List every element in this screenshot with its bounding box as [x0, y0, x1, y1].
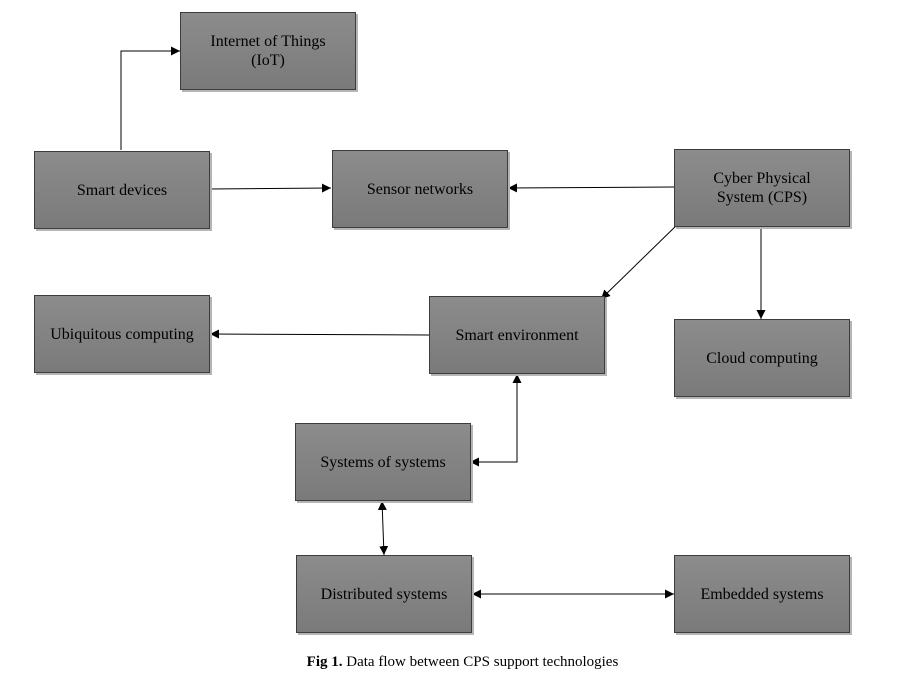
node-cloud-computing-label: Cloud computing [706, 349, 818, 367]
connector-systems-of-systems-distributed [377, 500, 389, 556]
connector-smart-devices-to-sensor-networks [208, 183, 332, 193]
figure-caption-text: Data flow between CPS support technologi… [342, 654, 619, 670]
connector-systems-of-systems-smart-environment [470, 374, 522, 467]
node-distributed-systems-label: Distributed systems [320, 585, 448, 603]
node-ubiquitous-computing-label: Ubiquitous computing [50, 325, 194, 343]
node-cloud-computing: Cloud computing [674, 319, 850, 397]
figure-caption: Fig 1. Data flow between CPS support tec… [6, 654, 913, 671]
node-smart-environment-label: Smart environment [455, 326, 579, 344]
node-embedded-systems: Embedded systems [674, 555, 850, 633]
connector-smart-devices-to-iot [120, 46, 180, 150]
connector-smart-environment-to-ubiquitous [209, 329, 430, 339]
node-ubiquitous-computing: Ubiquitous computing [34, 295, 210, 373]
node-iot: Internet of Things (IoT) [180, 12, 356, 90]
node-sensor-networks-label: Sensor networks [366, 180, 474, 198]
node-iot-label: Internet of Things (IoT) [210, 33, 326, 69]
node-cps: Cyber Physical System (CPS) [674, 149, 850, 227]
connector-cps-to-smart-environment [600, 221, 681, 300]
node-smart-devices: Smart devices [34, 151, 210, 229]
node-systems-of-systems: Systems of systems [295, 423, 471, 501]
node-embedded-systems-label: Embedded systems [700, 585, 824, 603]
node-distributed-systems: Distributed systems [296, 555, 472, 633]
node-smart-environment: Smart environment [429, 296, 605, 374]
node-systems-of-systems-label: Systems of systems [320, 453, 446, 471]
figure-number: Fig 1. [306, 654, 343, 670]
node-sensor-networks: Sensor networks [332, 150, 508, 228]
connector-cps-to-sensor-networks [507, 183, 675, 193]
node-smart-devices-label: Smart devices [76, 181, 168, 199]
node-cps-label: Cyber Physical System (CPS) [713, 170, 811, 206]
